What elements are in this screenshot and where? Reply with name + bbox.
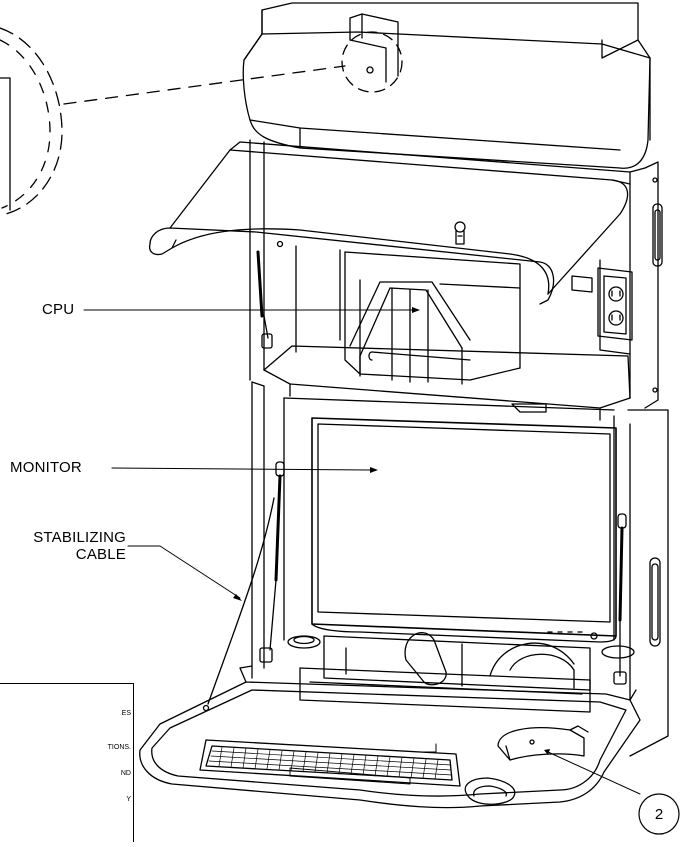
cpu-holder (344, 251, 521, 385)
stabilizing-cable-label-line2: CABLE (75, 546, 126, 563)
note-fragment: ES (121, 710, 131, 717)
keyboard-icon (199, 739, 461, 787)
stabilizing-cable (202, 497, 275, 712)
mouse-icon (464, 777, 516, 805)
notes-box: ES TIONS. ND Y (0, 683, 134, 842)
keyboard-shelf (139, 665, 641, 809)
lock-icon (454, 221, 466, 245)
note-fragment: Y (126, 796, 131, 803)
leader-lines (83, 307, 641, 795)
lower-gas-strut-right (613, 513, 627, 685)
upper-gas-strut (256, 250, 273, 349)
lower-cabinet (251, 381, 669, 757)
stabilizing-cable-label-line1: STABILIZING (33, 529, 126, 546)
storage-tray (287, 632, 635, 713)
callout-2-circle (638, 793, 680, 835)
top-hood (242, 2, 651, 169)
monitor-label: MONITOR (10, 459, 82, 476)
detail-view-circle (0, 27, 346, 215)
upper-lid (148, 141, 631, 305)
callout-2-number: 2 (654, 806, 664, 823)
wrist-rest (497, 725, 589, 761)
power-outlet-icon (571, 267, 633, 341)
stabilizing-cable-label: STABILIZING CABLE (10, 529, 126, 563)
note-fragment: ND (120, 770, 131, 777)
upper-cabinet (249, 139, 663, 409)
monitor-buttons-icon (547, 631, 598, 640)
cpu-label: CPU (42, 301, 75, 318)
note-fragment: TIONS. (107, 744, 131, 751)
lock-detail-circle (341, 13, 403, 93)
monitor (311, 417, 617, 643)
